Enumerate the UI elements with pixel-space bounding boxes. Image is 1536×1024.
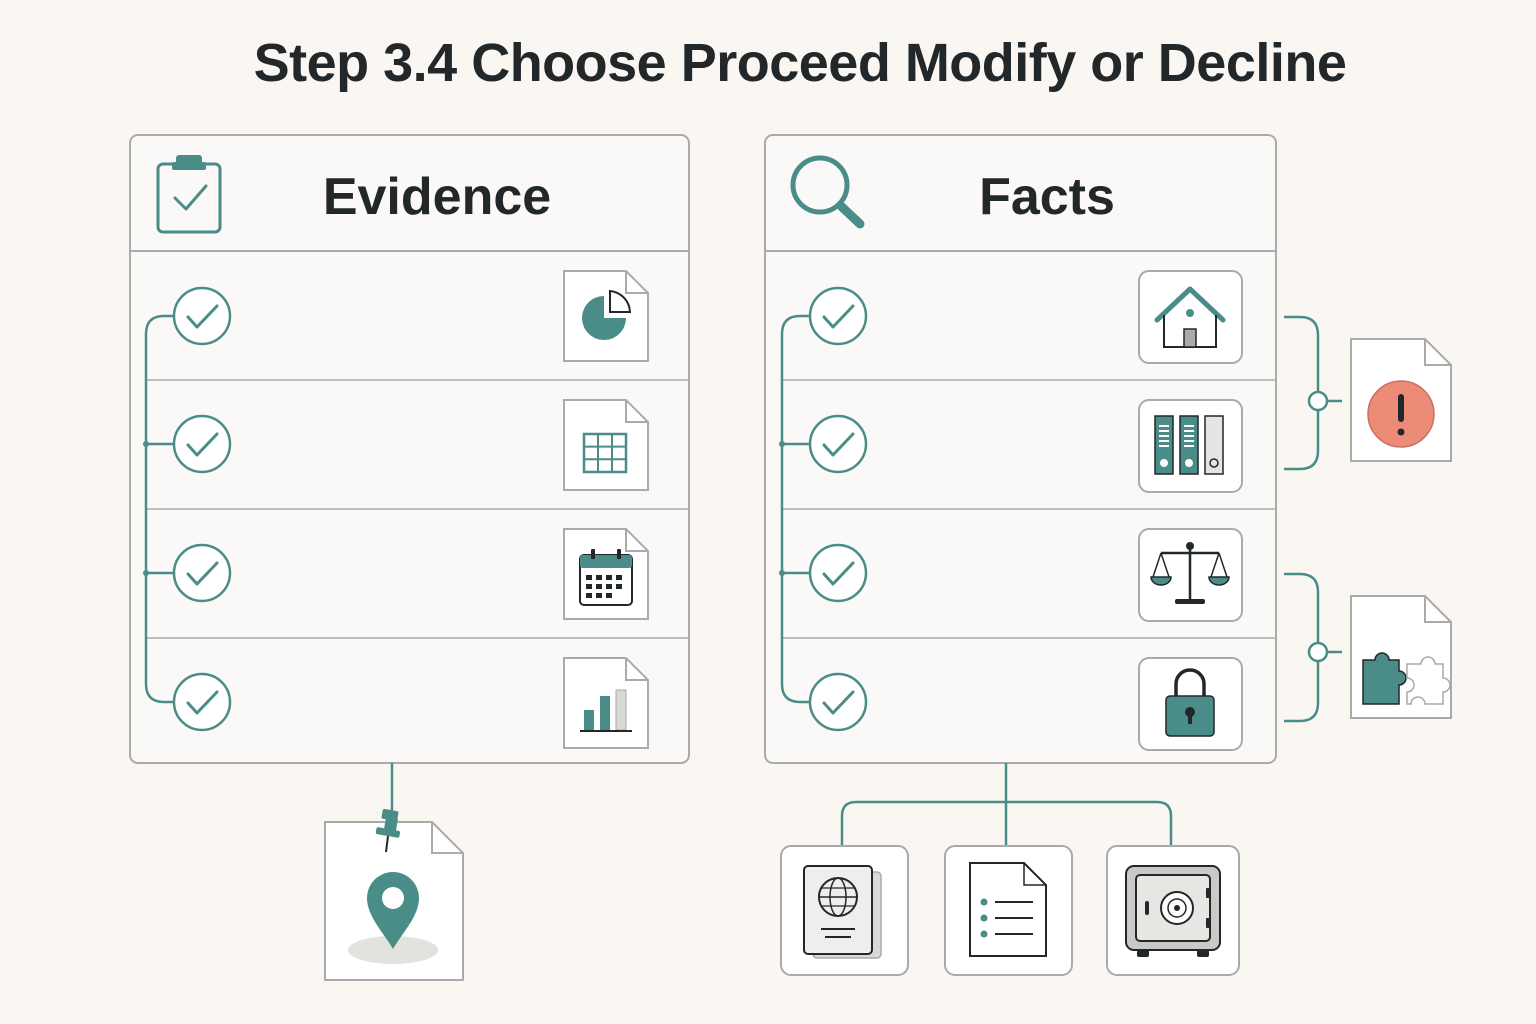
list-document-icon [944, 845, 1073, 976]
check-circle-icon [808, 414, 868, 474]
spreadsheet-document-icon [563, 399, 649, 491]
padlock-icon [1138, 657, 1243, 751]
check-circle-icon [808, 672, 868, 732]
scales-icon [1138, 528, 1243, 622]
page-title: Step 3.4 Choose Proceed Modify or Declin… [253, 33, 1347, 93]
safe-icon [1106, 845, 1240, 976]
check-circle-icon [808, 286, 868, 346]
pie-chart-document-icon [563, 270, 649, 362]
pinned-location-document-icon [324, 809, 464, 981]
check-circle-icon [172, 286, 232, 346]
magnifier-icon [790, 155, 865, 229]
check-circle-icon [808, 543, 868, 603]
evidence-title: Evidence [323, 168, 551, 226]
bar-chart-document-icon [563, 657, 649, 749]
puzzle-document-icon [1350, 595, 1452, 719]
house-icon [1138, 270, 1243, 364]
check-circle-icon [172, 672, 232, 732]
evidence-panel: Evidence [129, 134, 690, 981]
clipboard-check-icon [156, 155, 222, 234]
facts-title: Facts [979, 168, 1115, 226]
check-circle-icon [172, 543, 232, 603]
check-circle-icon [172, 414, 232, 474]
binders-icon [1138, 399, 1243, 493]
alert-document-icon [1350, 338, 1452, 462]
passport-icon [780, 845, 909, 976]
facts-panel: Facts [764, 134, 1452, 976]
calendar-document-icon [563, 528, 649, 620]
